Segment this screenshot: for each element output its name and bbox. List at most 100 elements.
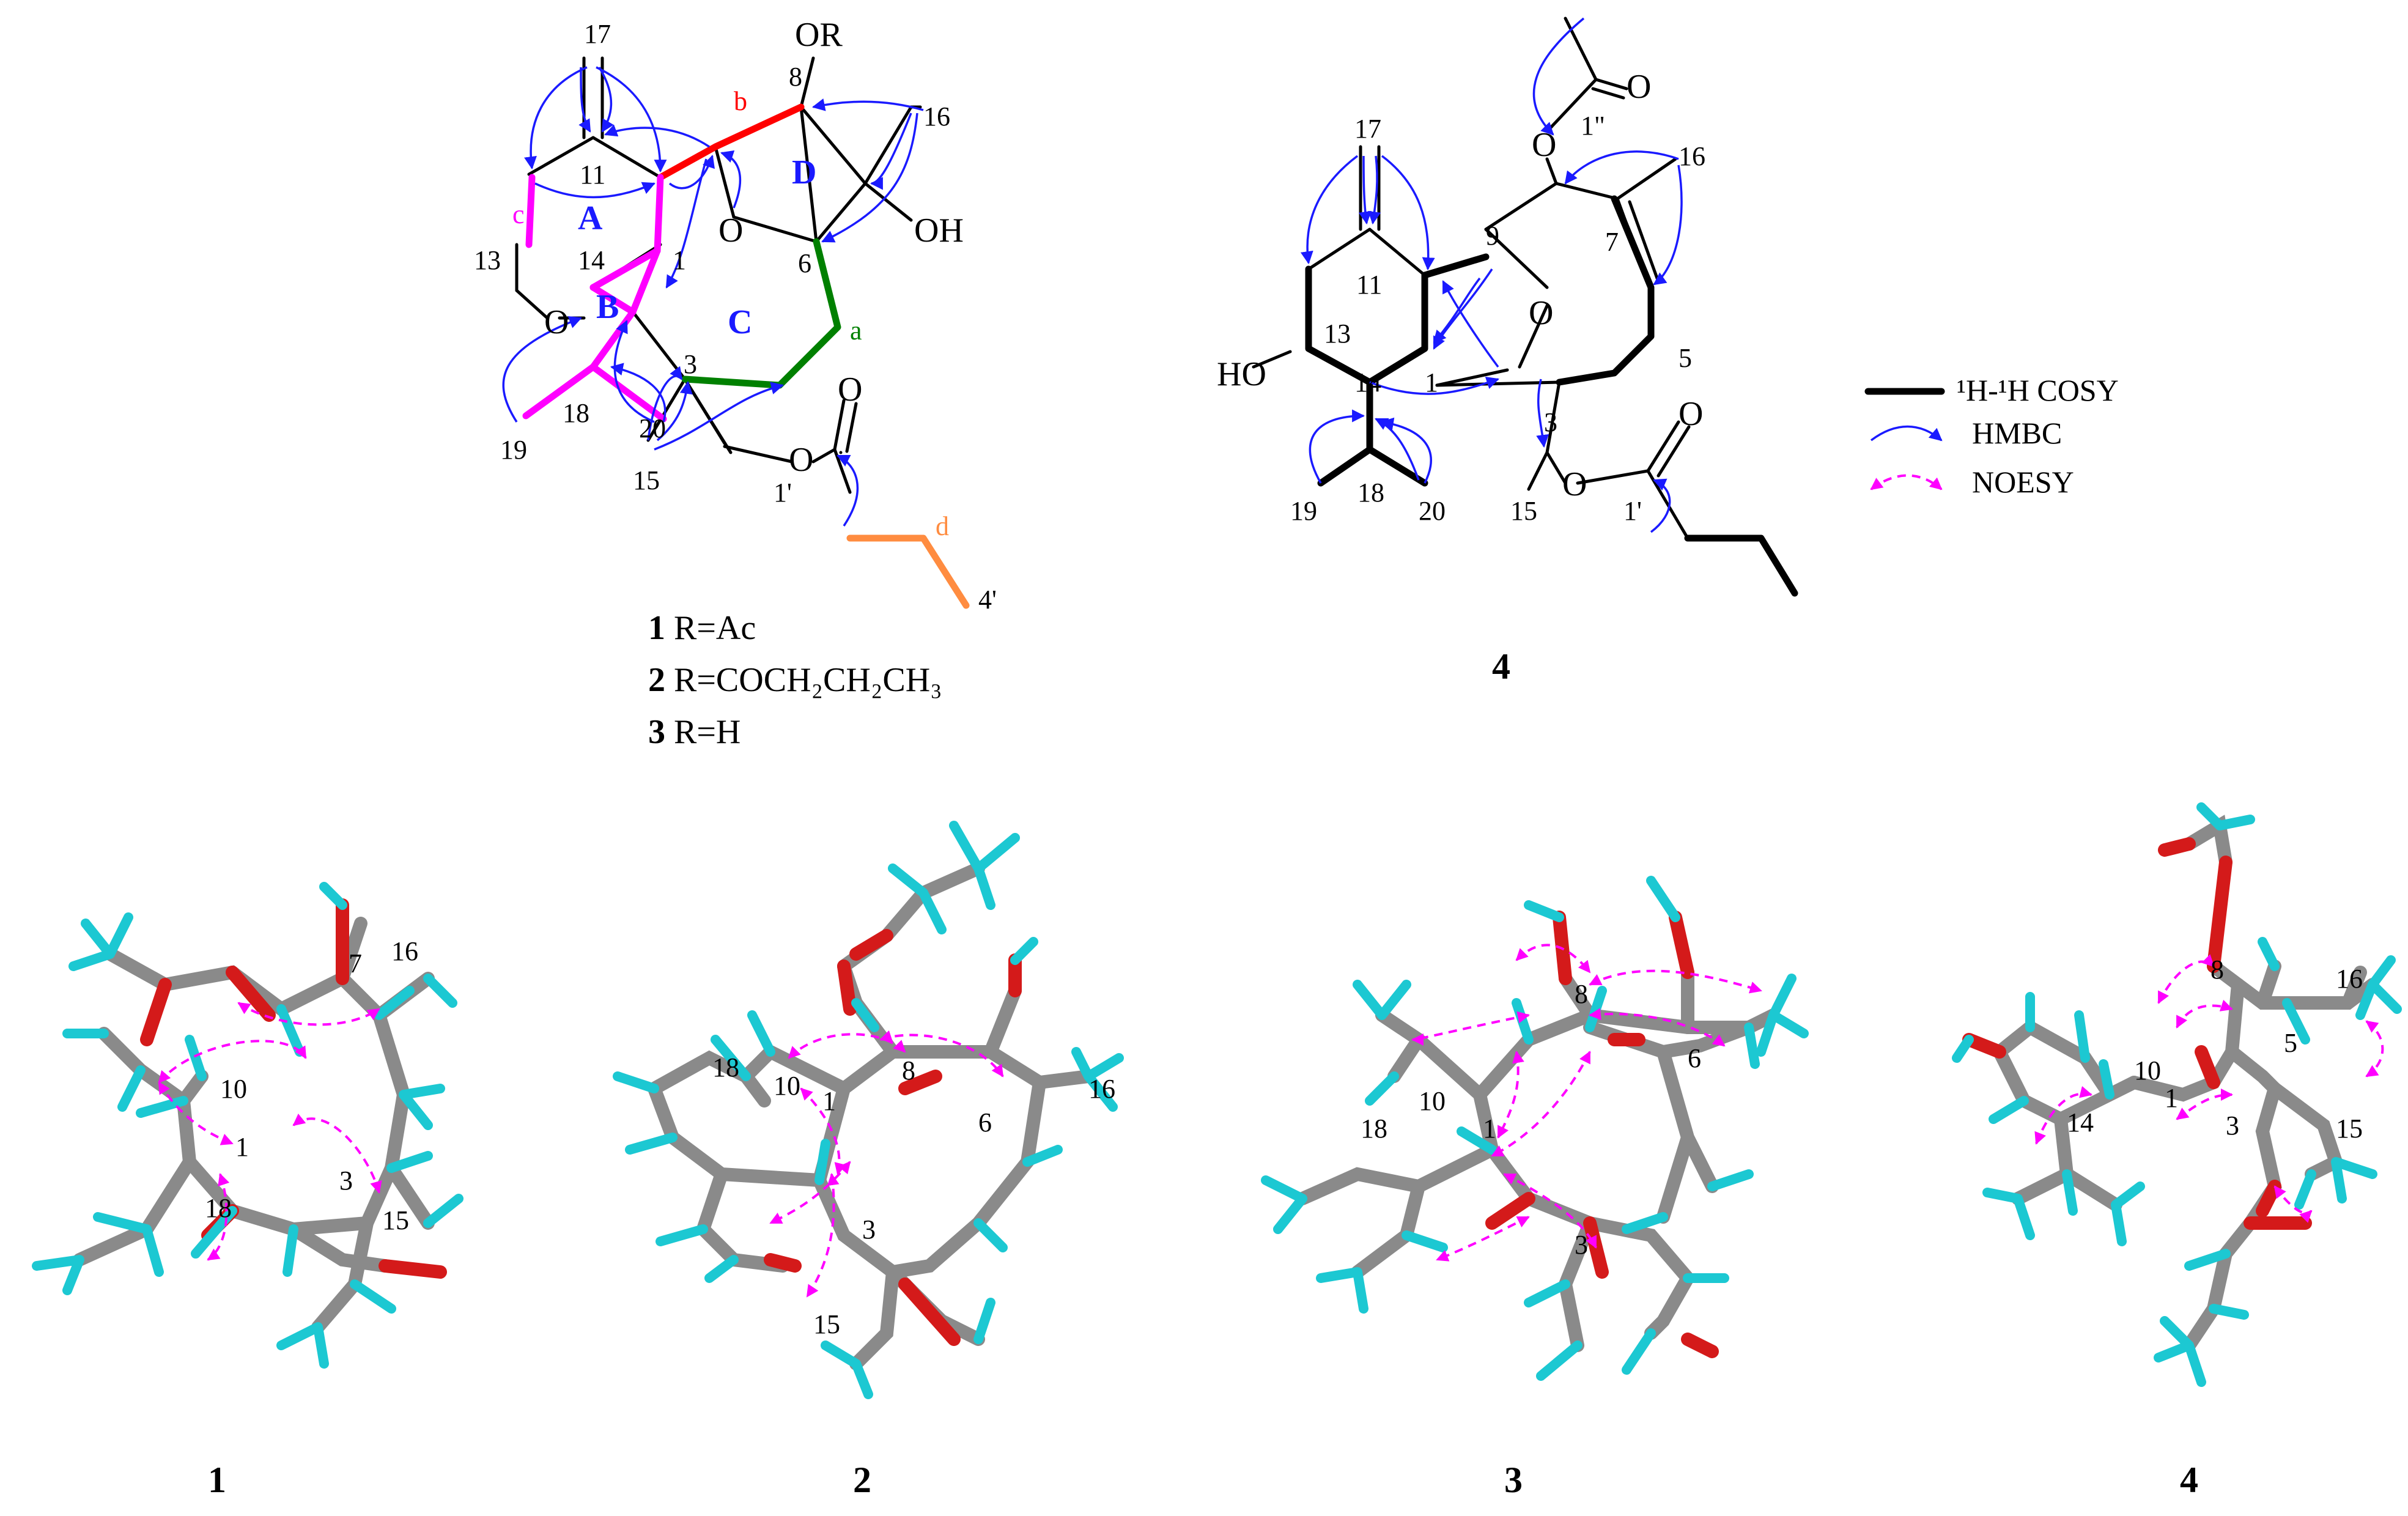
atom-label: 16	[2336, 964, 2363, 994]
atom-label: 10	[774, 1071, 800, 1101]
atom-label: 1	[1483, 1114, 1496, 1144]
atom-label: 3	[1575, 1230, 1588, 1260]
atom-label: 1	[2165, 1083, 2178, 1113]
atom-label: 5	[2284, 1028, 2297, 1058]
atom-label: 8	[902, 1056, 915, 1085]
compound-label-4: 4	[1492, 646, 1510, 687]
atom-label: 1"	[1581, 111, 1605, 141]
structure-compounds-1-3: 17 11 b 8 OR 16 A D OH c 14 1 O 6 13 B C…	[474, 16, 997, 751]
atom-label: 3	[684, 349, 697, 379]
atom-label: 20	[1419, 496, 1446, 526]
atom-label: 18	[205, 1193, 232, 1223]
atom-label: 10	[2134, 1056, 2161, 1085]
model-3d-compound-1: 7 16 10 1 18 3 15 1	[32, 882, 464, 1500]
model-label-3: 3	[1504, 1460, 1523, 1500]
r-definition: R=COCH₂CH₂CH₃	[665, 661, 942, 699]
atom-label: 14	[578, 245, 605, 275]
compound-number: 2	[648, 661, 665, 699]
atom-label: 15	[382, 1205, 409, 1235]
atom-label: 17	[1354, 114, 1381, 144]
svg-text:3 R=H: 3 R=H	[648, 713, 740, 751]
r-definitions: 1 R=Ac 2 R=COCH₂CH₂CH₃ 3 R=H	[648, 609, 942, 751]
atom-label: 1	[822, 1086, 836, 1116]
atom-label: 8	[2210, 955, 2224, 985]
legend-noesy: NOESY	[1972, 465, 2074, 499]
model-label-2: 2	[853, 1460, 871, 1500]
atom-label: 11	[1356, 270, 1382, 300]
hmbc-legend-arrow	[1870, 425, 1943, 442]
atom-label: 14	[1354, 368, 1381, 397]
atom-label: O	[718, 212, 743, 250]
atom-label: 1'	[774, 478, 792, 508]
atom-label: 7	[349, 948, 362, 978]
atom-label: 15	[1510, 496, 1537, 526]
compound-number: 1	[648, 609, 665, 647]
r-definition: R=H	[665, 713, 740, 751]
atom-label: 13	[474, 245, 501, 275]
noesy-legend-arrow	[1870, 474, 1943, 490]
ring-label: A	[578, 199, 603, 237]
atom-label: 14	[2067, 1107, 2094, 1137]
atom-label: 8	[789, 62, 802, 92]
svg-text:1 R=Ac: 1 R=Ac	[648, 609, 756, 647]
model-3d-compound-4: 8 16 10 5 1 14 3 15 4	[1952, 802, 2402, 1500]
atom-label: OH	[914, 212, 964, 250]
legend-cosy: ¹H-¹H COSY	[1957, 373, 2119, 407]
atom-label: 17	[584, 19, 611, 49]
atom-label: 1	[1425, 368, 1438, 397]
atom-label: O	[1529, 294, 1553, 332]
atom-label: 11	[580, 160, 605, 190]
atom-label: HO	[1217, 355, 1266, 393]
atom-label: 7	[1605, 227, 1619, 257]
atom-label: a	[850, 316, 862, 346]
atom-label: 3	[2226, 1111, 2239, 1141]
atom-label: 3	[1544, 407, 1557, 437]
atom-label: 9	[1486, 221, 1499, 251]
atom-label: 1'	[1623, 496, 1642, 526]
atom-label: 6	[798, 248, 811, 278]
r-definition: R=Ac	[665, 609, 756, 647]
atom-label: 5	[1679, 343, 1692, 373]
atom-label: 15	[813, 1309, 840, 1339]
atom-label: 19	[500, 435, 527, 465]
atom-label: 16	[391, 936, 418, 966]
atom-label: b	[734, 86, 747, 116]
atom-label: 6	[1688, 1043, 1701, 1073]
model-label-4: 4	[2180, 1460, 2198, 1500]
atom-label: 16	[1679, 141, 1705, 171]
svg-text:2 R=COCH₂CH₂CH₃: 2 R=COCH₂CH₂CH₃	[648, 661, 942, 699]
atom-label: 18	[1357, 478, 1384, 508]
atom-label: O	[838, 371, 862, 409]
ring-label: B	[596, 288, 619, 326]
atom-label: c	[512, 199, 525, 229]
ring-label: C	[728, 303, 752, 341]
atom-label: 18	[1361, 1114, 1387, 1144]
atom-label: 13	[1324, 319, 1351, 349]
atom-label: 20	[639, 413, 666, 443]
model-label-1: 1	[208, 1460, 226, 1500]
atom-label: O	[544, 303, 569, 341]
atom-label: 18	[712, 1052, 739, 1082]
atom-label: 15	[2336, 1114, 2363, 1144]
model-3d-compound-2: 8 16 10 18 1 6 3 15 2	[613, 821, 1124, 1500]
structure-compound-4: 17 16 1" O O 9 7 11 O 5 13 HO 14 1 3 19 …	[1217, 17, 1798, 687]
atom-label: O	[1532, 126, 1556, 164]
atom-label: 4'	[978, 585, 997, 615]
atom-label: 16	[1088, 1074, 1115, 1104]
atom-label: OR	[795, 16, 843, 54]
atom-label: O	[1627, 68, 1651, 106]
atom-label: 6	[978, 1107, 992, 1137]
model-3d-compound-3: 8 6 10 18 1 3 3	[1261, 876, 1809, 1500]
legend-hmbc: HMBC	[1972, 416, 2062, 450]
atom-label: 10	[220, 1074, 247, 1104]
atom-label: 19	[1290, 496, 1317, 526]
ring-label: D	[792, 153, 816, 191]
compound-number: 3	[648, 713, 665, 751]
atom-label: O	[1562, 465, 1587, 503]
atom-label: O	[789, 441, 813, 479]
atom-label: 3	[339, 1166, 353, 1196]
legend: ¹H-¹H COSY HMBC NOESY	[1864, 373, 2119, 499]
atom-label: 1	[673, 245, 686, 275]
atom-label: 8	[1575, 979, 1588, 1009]
